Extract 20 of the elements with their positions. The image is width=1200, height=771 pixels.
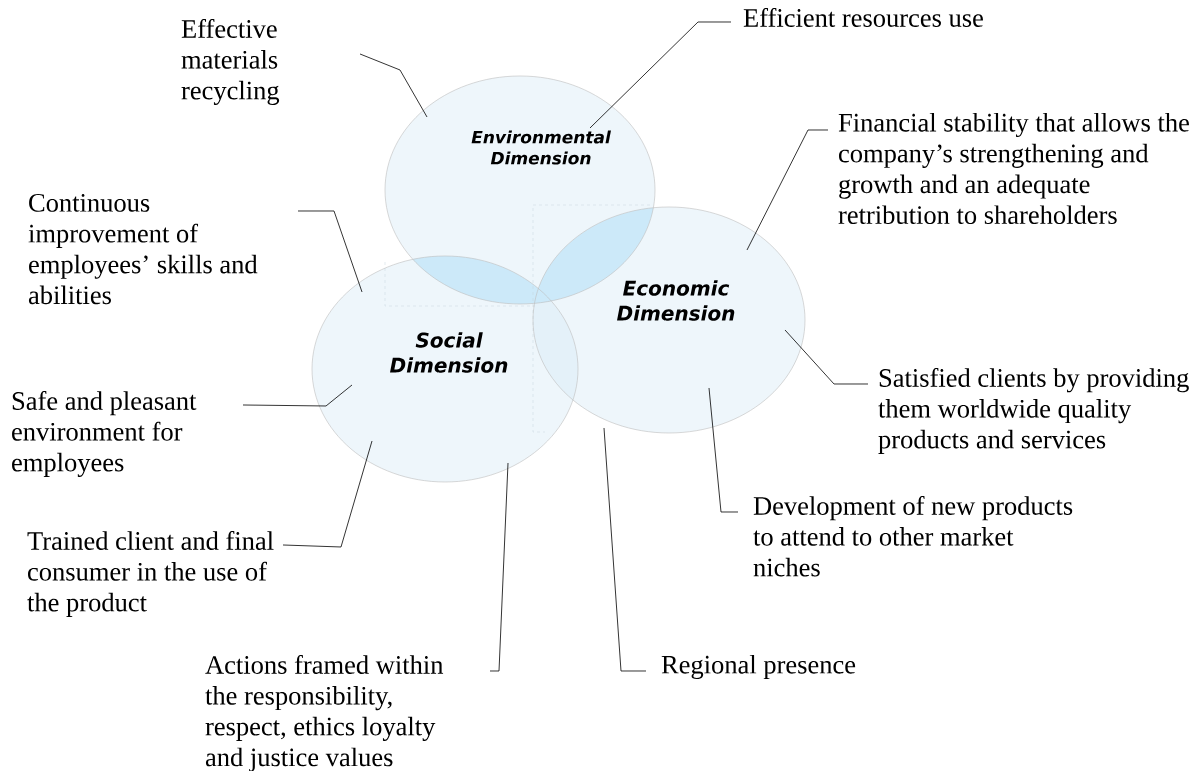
leader-line (359, 53, 428, 118)
callout-text: Continuous improvement of employees’ skills and abilities (28, 194, 258, 305)
leader-line (746, 129, 829, 251)
leader-line (589, 21, 732, 129)
callout-text: Efficient resources use (743, 8, 983, 27)
callout-text: Trained client and final consumer in the use of the product (27, 531, 274, 617)
callout-text: Effective materials recycling (181, 19, 280, 105)
callout-text: Actions framed within the responsibility, respect, ethics loyalty and justice values (205, 655, 444, 771)
leader-line (784, 329, 869, 385)
leader-line (297, 210, 363, 293)
leader-line (242, 384, 353, 407)
callout-text: Safe and pleasant environment for employees (12, 391, 197, 477)
leader-line (708, 387, 739, 513)
callout-text: Development of new products to attend to other market niches (753, 496, 1073, 577)
callout-text: Satisfied clients by providing them worldwide quality products and services (878, 368, 1189, 454)
callout-text: Regional presence (661, 655, 856, 680)
leader-line (489, 462, 509, 672)
callout-text: Financial stability that allows the company’s strengthening and growth and an adequate retribution to shareholders (838, 113, 1189, 225)
leader-line (282, 440, 373, 548)
leader-line (603, 427, 647, 672)
